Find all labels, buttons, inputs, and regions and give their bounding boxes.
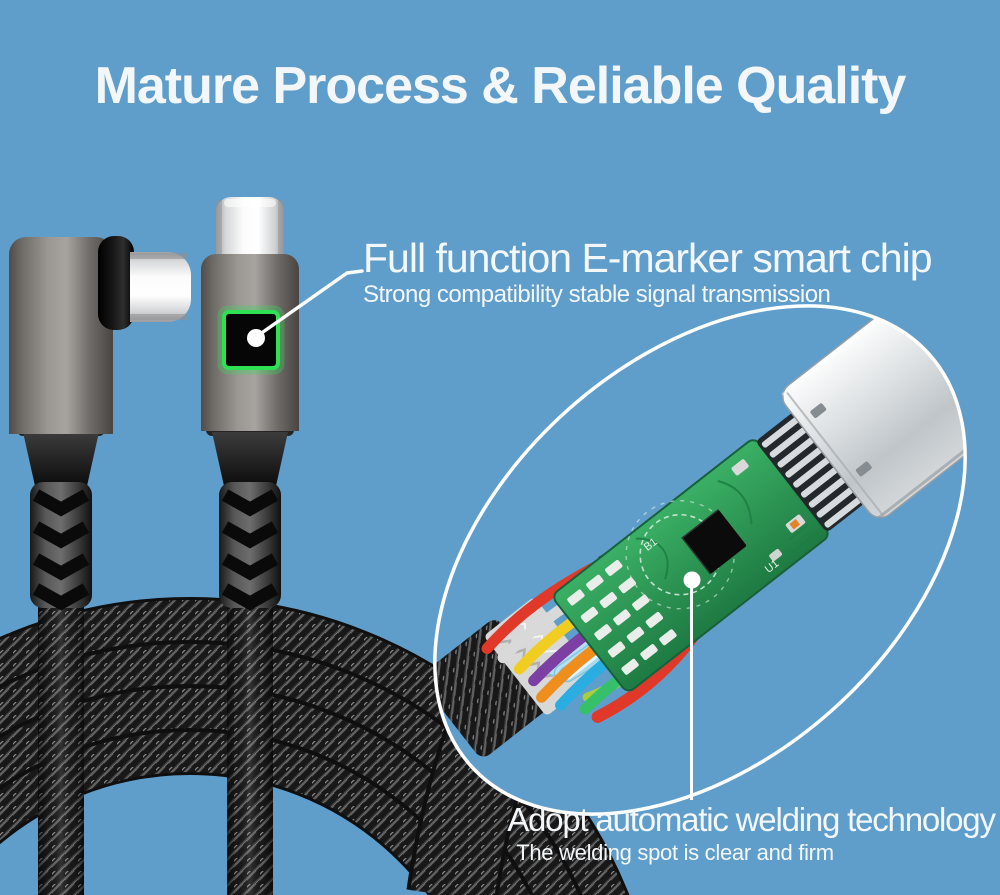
welding-callout-dot bbox=[683, 571, 701, 589]
inset-pcb: B1 U1 bbox=[553, 439, 829, 692]
solder-pads bbox=[567, 559, 677, 675]
connector-band bbox=[98, 236, 134, 330]
welding-callout-line bbox=[683, 571, 701, 800]
page-title: Mature Process & Reliable Quality bbox=[94, 57, 907, 115]
smd-component bbox=[731, 459, 749, 476]
chip-feature-heading: Full function E-marker smart chip bbox=[363, 235, 933, 281]
pcb-traces bbox=[635, 480, 818, 580]
inset-circle-outline bbox=[433, 304, 967, 816]
welding-feature-heading: Adopt automatic welding technology bbox=[507, 801, 996, 838]
connector-pins bbox=[757, 412, 865, 531]
emarker-chip bbox=[683, 510, 747, 574]
strain-relief-left bbox=[17, 420, 105, 611]
cable-left bbox=[38, 598, 84, 895]
strain-relief-right bbox=[206, 420, 294, 611]
chip-callout-line bbox=[247, 269, 364, 347]
chevron-collar-right bbox=[221, 489, 279, 611]
chevron-collar-left bbox=[32, 489, 90, 611]
cable-right bbox=[227, 598, 273, 895]
chip-callout-dot bbox=[247, 329, 265, 347]
right-angle-connector bbox=[9, 236, 191, 434]
welding-feature-subheading: The welding spot is clear and firm bbox=[516, 840, 834, 865]
usb-c-tip-side bbox=[130, 252, 191, 322]
usb-c-tip-up bbox=[216, 197, 284, 258]
chip-feature-subheading: Strong compatibility stable signal trans… bbox=[363, 281, 831, 308]
coiled-cable bbox=[0, 597, 630, 895]
